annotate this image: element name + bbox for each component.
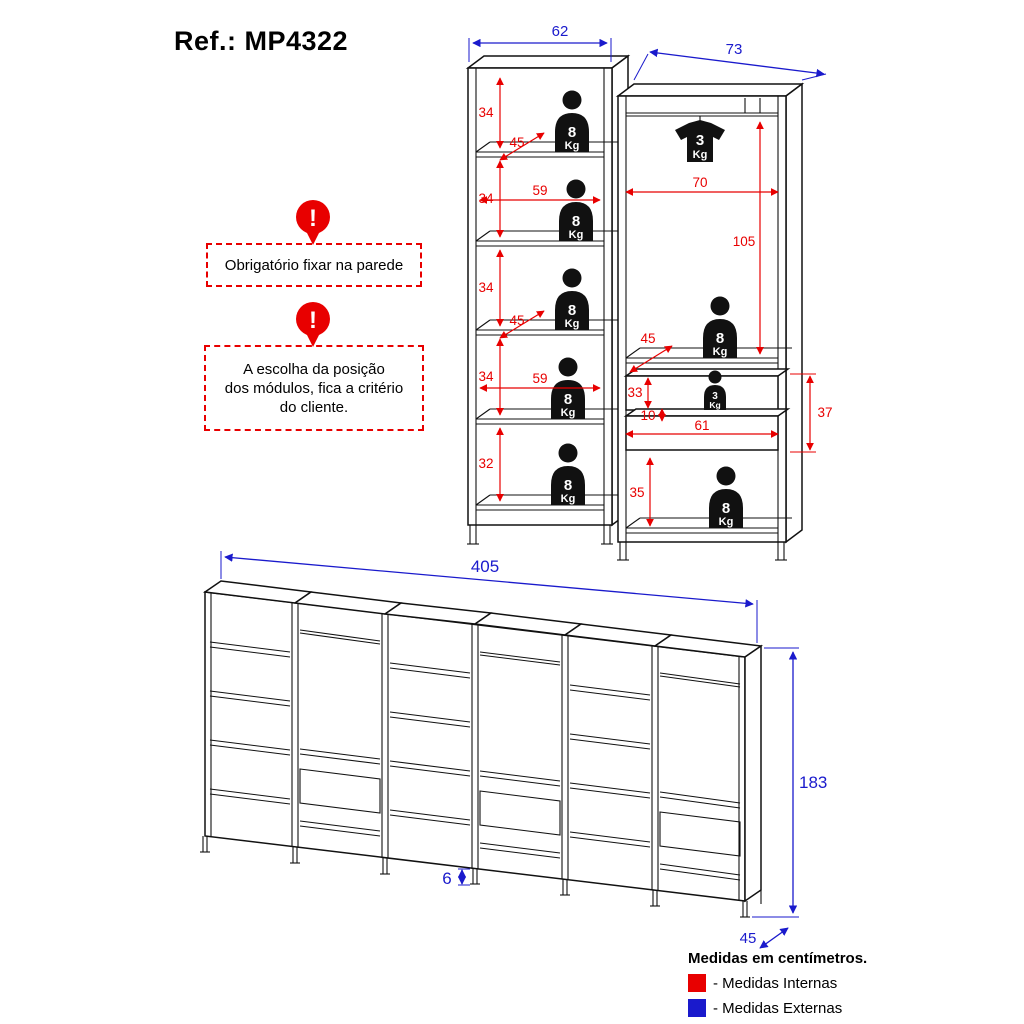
hanging-rod xyxy=(626,98,778,122)
wardrobe-lines xyxy=(659,672,741,881)
legend-item-external: - Medidas Externas xyxy=(688,999,867,1017)
page-title: Ref.: MP4322 xyxy=(174,26,349,56)
dim-gap-b: 34 xyxy=(478,191,494,206)
legend-internal-label: - Medidas Internas xyxy=(713,974,838,992)
dim-module2-width: 73 xyxy=(726,41,743,58)
warning-text-fix-wall: Obrigatório fixar na parede xyxy=(224,256,404,274)
unit-legs xyxy=(200,836,762,918)
divider-panels xyxy=(210,593,740,900)
warning-icon: ! xyxy=(296,200,330,245)
wardrobe-lines xyxy=(479,651,561,859)
legend-external-label: - Medidas Externas xyxy=(713,999,843,1017)
warning-box-fix-wall: Obrigatório fixar na parede xyxy=(206,243,422,287)
shelf-lines xyxy=(209,641,291,805)
module-legs xyxy=(467,525,613,545)
dim-shelf-depth-c: 45 xyxy=(640,331,655,346)
dim-shelf-depth-a: 45 xyxy=(509,135,524,150)
module-right-drawing xyxy=(615,82,805,561)
legend: Medidas em centímetros. - Medidas Intern… xyxy=(688,950,867,1024)
warning-line: dos módulos, fica a critério xyxy=(224,379,404,397)
dim-shelf-depth-b: 45 xyxy=(509,313,524,328)
assembled-unit-drawing xyxy=(200,580,764,918)
dim-total-depth: 45 xyxy=(740,930,757,947)
dim-feet-height: 6 xyxy=(442,869,451,888)
dim-drawer-gap: 10 xyxy=(640,408,655,423)
external-dimensions-top: 62 73 xyxy=(468,23,827,81)
dim-hang-height: 105 xyxy=(733,234,756,249)
dim-inner-width-a: 59 xyxy=(532,183,547,198)
warning-glyph: ! xyxy=(309,307,317,334)
dim-hang-width: 70 xyxy=(692,175,707,190)
dim-total-width: 405 xyxy=(471,557,499,576)
module-legs xyxy=(617,542,787,561)
dim-module1-width: 62 xyxy=(552,23,569,40)
warning-box-position: A escolha da posição dos módulos, fica a… xyxy=(204,345,424,431)
warning-icon: ! xyxy=(296,302,330,347)
warning-line: A escolha da posição xyxy=(243,360,385,378)
dim-gap-e: 32 xyxy=(478,456,493,471)
external-color-swatch xyxy=(688,999,706,1017)
dim-drawer-width: 61 xyxy=(694,418,709,433)
bottom-board xyxy=(625,517,792,534)
shelf-lines xyxy=(389,662,471,826)
dim-gap-a: 34 xyxy=(478,105,494,120)
warning-glyph: ! xyxy=(309,205,317,232)
dim-drawer-section: 37 xyxy=(817,405,832,420)
legend-heading: Medidas em centímetros. xyxy=(688,950,868,967)
wardrobe-lines xyxy=(299,629,381,837)
dim-inner-width-b: 59 xyxy=(532,371,547,386)
external-dimensions-bottom: 405 183 45 6 xyxy=(220,551,827,949)
dim-gap-c: 34 xyxy=(478,280,494,295)
warning-line: do cliente. xyxy=(279,398,349,416)
internal-dimensions-right: 70 105 45 33 10 61 37 35 xyxy=(625,121,833,527)
warning-text-position: A escolha da posição dos módulos, fica a… xyxy=(225,360,403,417)
dim-total-height: 183 xyxy=(799,773,827,792)
internal-dimensions-left: 34 34 34 34 32 59 59 45 45 xyxy=(478,77,601,502)
internal-color-swatch xyxy=(688,974,706,992)
dim-bottom-space: 35 xyxy=(629,485,644,500)
legend-item-internal: - Medidas Internas xyxy=(688,974,867,992)
dim-gap-d: 34 xyxy=(478,369,494,384)
dim-drawer-height: 33 xyxy=(627,385,642,400)
shelf-lines xyxy=(569,684,651,848)
